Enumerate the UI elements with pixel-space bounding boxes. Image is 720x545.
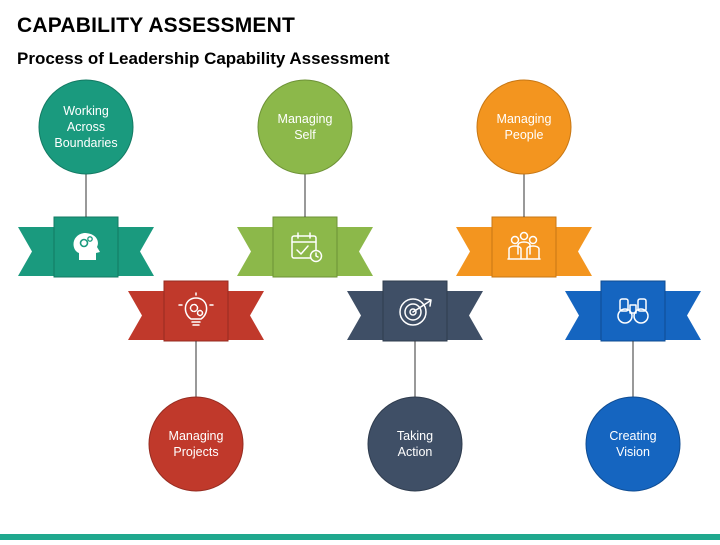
step-4 xyxy=(347,280,483,492)
page-subtitle: Process of Leadership Capability Assessm… xyxy=(17,49,390,68)
step-1 xyxy=(18,79,154,278)
step-label-2: Managing Projects xyxy=(168,429,224,459)
team-icon xyxy=(507,231,541,260)
calendar-check-icon xyxy=(291,232,323,263)
page-title: CAPABILITY ASSESSMENT xyxy=(17,14,296,37)
step-circle xyxy=(38,79,134,175)
step-label-4: Taking Action xyxy=(396,429,434,459)
step-label-5: Managing People xyxy=(496,112,552,142)
step-circle xyxy=(257,79,353,175)
ribbon-tail-left xyxy=(347,291,387,340)
lightbulb-gears-icon xyxy=(178,292,214,326)
ribbon-tail-right xyxy=(443,291,483,340)
step-3 xyxy=(237,79,373,278)
ribbon-panel xyxy=(491,216,557,278)
footer-bar xyxy=(0,534,720,540)
target-arrow-icon xyxy=(399,298,432,326)
step-label-1: Working Across Boundaries xyxy=(54,104,118,150)
step-2 xyxy=(128,280,264,492)
ribbon-tail-left xyxy=(237,227,277,276)
ribbon-tail-left xyxy=(18,227,58,276)
ribbon-tail-right xyxy=(114,227,154,276)
binoculars-icon xyxy=(617,298,649,324)
head-gears-icon xyxy=(73,233,100,260)
step-circle xyxy=(585,396,681,492)
step-5 xyxy=(456,79,592,278)
step-circle xyxy=(148,396,244,492)
ribbon-tail-right xyxy=(552,227,592,276)
ribbon-tail-right xyxy=(333,227,373,276)
ribbon-panel xyxy=(600,280,666,342)
step-6 xyxy=(565,280,701,492)
step-circle xyxy=(367,396,463,492)
step-label-3: Managing Self xyxy=(277,112,333,142)
step-label-6: Creating Vision xyxy=(609,429,657,459)
ribbon-tail-right xyxy=(224,291,264,340)
ribbon-tail-left xyxy=(128,291,168,340)
ribbon-panel xyxy=(272,216,338,278)
ribbon-tail-right xyxy=(661,291,701,340)
ribbon-tail-left xyxy=(565,291,605,340)
step-circle xyxy=(476,79,572,175)
ribbon-tail-left xyxy=(456,227,496,276)
